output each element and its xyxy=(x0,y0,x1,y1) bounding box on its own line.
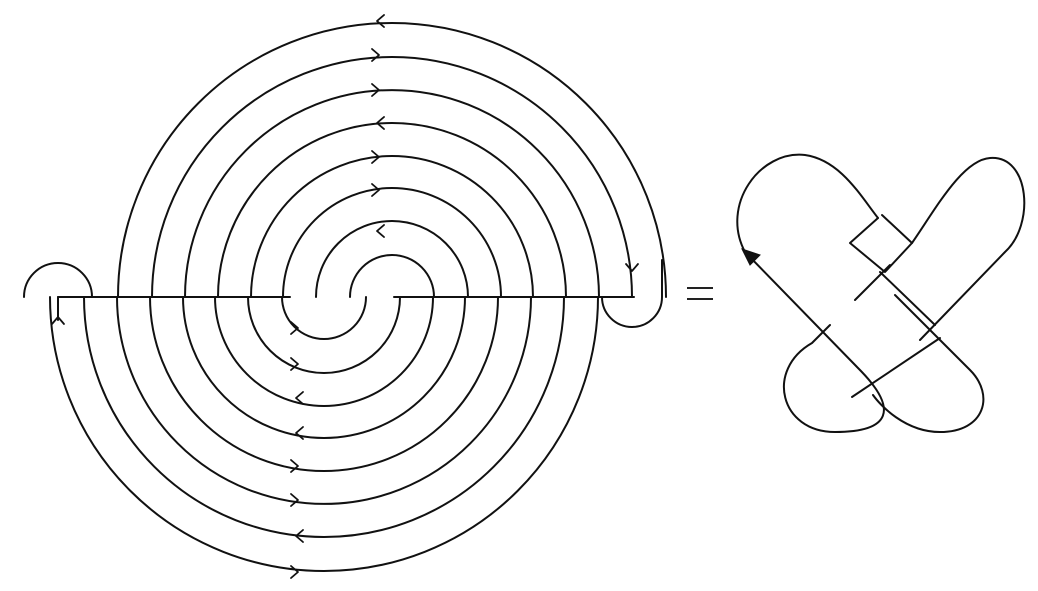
arrow-left-13 xyxy=(295,426,304,440)
spiral-lower-arc-1 xyxy=(49,296,599,572)
arrow-right-10 xyxy=(290,321,299,335)
spiral-lower-arc-8 xyxy=(281,296,367,340)
arrow-right-6 xyxy=(371,183,380,197)
spiral-upper-arc-7 xyxy=(315,220,469,298)
spiral-upper-arc-8 xyxy=(349,254,435,298)
arrow-left-4 xyxy=(376,116,385,130)
equals-sign xyxy=(687,287,713,300)
knot-strand-4 xyxy=(744,251,885,433)
arrow-right-15 xyxy=(290,493,299,507)
spiral-upper-arc-4 xyxy=(217,122,567,298)
knot-orientation-arrow xyxy=(741,248,761,266)
spiral-lower-arc-5 xyxy=(182,296,466,439)
spiral-right-hook xyxy=(601,259,663,328)
spiral-upper-arc-6 xyxy=(282,187,502,298)
spiral-upper-arc-3 xyxy=(184,89,600,298)
knot-strand-8 xyxy=(851,337,941,398)
arrow-right-11 xyxy=(290,357,299,371)
spiral-lower-arc-7 xyxy=(247,296,401,374)
knot-diagram xyxy=(736,153,1026,433)
knot-strand-7 xyxy=(879,271,936,326)
arrow-up-9 xyxy=(51,316,65,325)
spiral-left-hook xyxy=(23,262,93,321)
spiral-upper-arc-2 xyxy=(151,56,633,298)
arrow-right-3 xyxy=(371,83,380,97)
arrow-down-8 xyxy=(625,263,639,272)
arrow-left-7 xyxy=(376,224,385,238)
knot-strand-3 xyxy=(911,156,1026,341)
spiral-upper-arc-5 xyxy=(250,155,534,298)
spiral-lower-arc-6 xyxy=(214,296,434,407)
knot-strand-2 xyxy=(849,214,913,273)
arrow-right-5 xyxy=(371,150,380,164)
arrow-left-16 xyxy=(295,529,304,543)
knot-strand-6 xyxy=(872,294,985,433)
arrow-left-12 xyxy=(295,391,304,405)
arrow-left-1 xyxy=(376,14,385,28)
arrow-right-14 xyxy=(290,459,299,473)
knot-strand-1 xyxy=(736,153,879,253)
arrow-right-17 xyxy=(290,565,299,579)
knot-strand-5 xyxy=(854,264,891,301)
spiral-lower-arc-2 xyxy=(83,296,565,538)
spiral-upper-arc-1 xyxy=(117,22,667,298)
arrow-right-2 xyxy=(371,48,380,62)
spiral-lower-arc-4 xyxy=(149,296,499,472)
spiral-knot-diagram xyxy=(23,14,667,579)
spiral-lower-arc-3 xyxy=(116,296,532,505)
